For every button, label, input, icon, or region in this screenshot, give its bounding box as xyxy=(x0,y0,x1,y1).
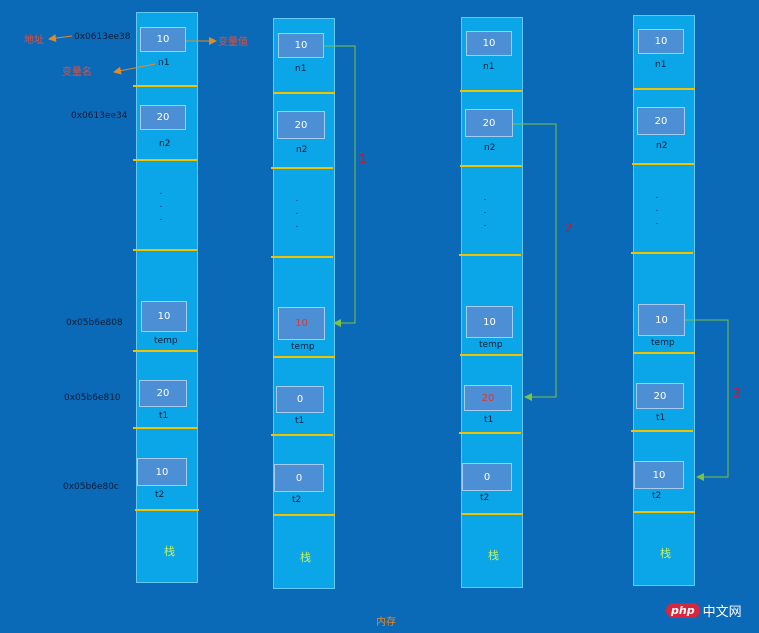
stack-label: 栈 xyxy=(164,545,175,558)
cell-n2: 20 xyxy=(140,105,186,130)
step-label-2: 2 xyxy=(565,221,573,235)
stack-label: 栈 xyxy=(300,551,311,564)
var-name-t1: t1 xyxy=(484,415,494,425)
var-name-temp: temp xyxy=(651,338,675,348)
cell-n1: 10 xyxy=(466,31,512,56)
var-name-n2: n2 xyxy=(484,143,496,153)
step-arrow-1 xyxy=(324,45,356,327)
cell-t1: 20 xyxy=(139,380,187,407)
var-name-t1: t1 xyxy=(159,411,169,421)
var-name-n1: n1 xyxy=(655,60,667,70)
separator xyxy=(133,159,197,161)
ellipsis: ... xyxy=(159,187,163,223)
separator xyxy=(460,165,522,167)
cell-temp: 10 xyxy=(141,301,187,332)
separator xyxy=(461,513,523,515)
address-n1: 0x0613ee38 xyxy=(74,32,131,42)
annotation-address: 地址 xyxy=(24,35,44,46)
step-label-1: 1 xyxy=(359,152,367,166)
address-temp: 0x05b6e808 xyxy=(66,318,123,328)
var-name-t2: t2 xyxy=(652,491,662,501)
cell-t1: 20 xyxy=(636,383,684,409)
cell-t2: 0 xyxy=(462,463,512,491)
separator xyxy=(459,254,521,256)
separator xyxy=(135,509,199,511)
address-t1: 0x05b6e810 xyxy=(64,393,121,403)
memory-caption: 内存 xyxy=(376,617,396,628)
separator xyxy=(459,432,521,434)
separator xyxy=(632,163,694,165)
cell-t2: 10 xyxy=(634,461,684,489)
separator xyxy=(631,252,693,254)
cell-temp: 10 xyxy=(638,304,685,336)
cell-n2: 20 xyxy=(637,107,685,135)
cell-t2: 10 xyxy=(137,458,187,486)
separator xyxy=(133,249,197,251)
cell-t1-changed: 20 xyxy=(464,385,512,411)
ellipsis: ... xyxy=(295,194,299,230)
separator xyxy=(460,354,522,356)
separator xyxy=(631,430,693,432)
annotation-value: 变量值 xyxy=(218,37,248,48)
var-name-t1: t1 xyxy=(295,416,305,426)
stack-label: 栈 xyxy=(488,549,499,562)
var-name-t2: t2 xyxy=(155,490,165,500)
cell-n1: 10 xyxy=(140,27,186,52)
var-name-t2: t2 xyxy=(480,493,490,503)
var-name-n1: n1 xyxy=(483,62,495,72)
cell-n2: 20 xyxy=(465,109,513,137)
var-name-t2: t2 xyxy=(292,495,302,505)
separator xyxy=(273,92,335,94)
var-name-n1: n1 xyxy=(295,64,307,74)
separator xyxy=(633,88,695,90)
cell-t2: 0 xyxy=(274,464,324,492)
var-name-temp: temp xyxy=(154,336,178,346)
cell-n1: 10 xyxy=(638,29,684,54)
cell-temp: 10 xyxy=(466,306,513,338)
var-name-n1: n1 xyxy=(158,58,170,68)
address-t2: 0x05b6e80c xyxy=(63,482,119,492)
cell-t1: 0 xyxy=(276,386,324,413)
separator xyxy=(460,90,522,92)
stack-label: 栈 xyxy=(660,547,671,560)
separator xyxy=(633,511,695,513)
ellipsis: ... xyxy=(483,193,487,229)
logo-badge: php xyxy=(666,603,700,618)
separator xyxy=(271,256,333,258)
var-name-t1: t1 xyxy=(656,413,666,423)
separator xyxy=(133,427,197,429)
annotation-arrow-name xyxy=(113,63,156,75)
separator xyxy=(271,167,333,169)
var-name-n2: n2 xyxy=(656,141,668,151)
var-name-temp: temp xyxy=(291,342,315,352)
separator xyxy=(271,434,333,436)
step-label-3: 3 xyxy=(733,386,741,400)
cell-n1: 10 xyxy=(278,33,324,58)
var-name-n2: n2 xyxy=(159,139,171,149)
separator xyxy=(133,350,197,352)
separator xyxy=(273,356,335,358)
var-name-temp: temp xyxy=(479,340,503,350)
step-arrow-3 xyxy=(685,319,729,481)
separator xyxy=(273,514,335,516)
cell-temp-changed: 10 xyxy=(278,307,325,340)
cell-n2: 20 xyxy=(277,111,325,139)
ellipsis: ... xyxy=(655,191,659,227)
php-logo: php 中文网 xyxy=(666,601,742,620)
step-arrow-2 xyxy=(513,123,557,401)
separator xyxy=(633,352,695,354)
separator xyxy=(133,85,197,87)
annotation-name: 变量名 xyxy=(62,67,92,78)
logo-text: 中文网 xyxy=(702,605,742,620)
annotation-arrow-address xyxy=(48,34,73,43)
address-n2: 0x0613ee34 xyxy=(71,111,128,121)
var-name-n2: n2 xyxy=(296,145,308,155)
